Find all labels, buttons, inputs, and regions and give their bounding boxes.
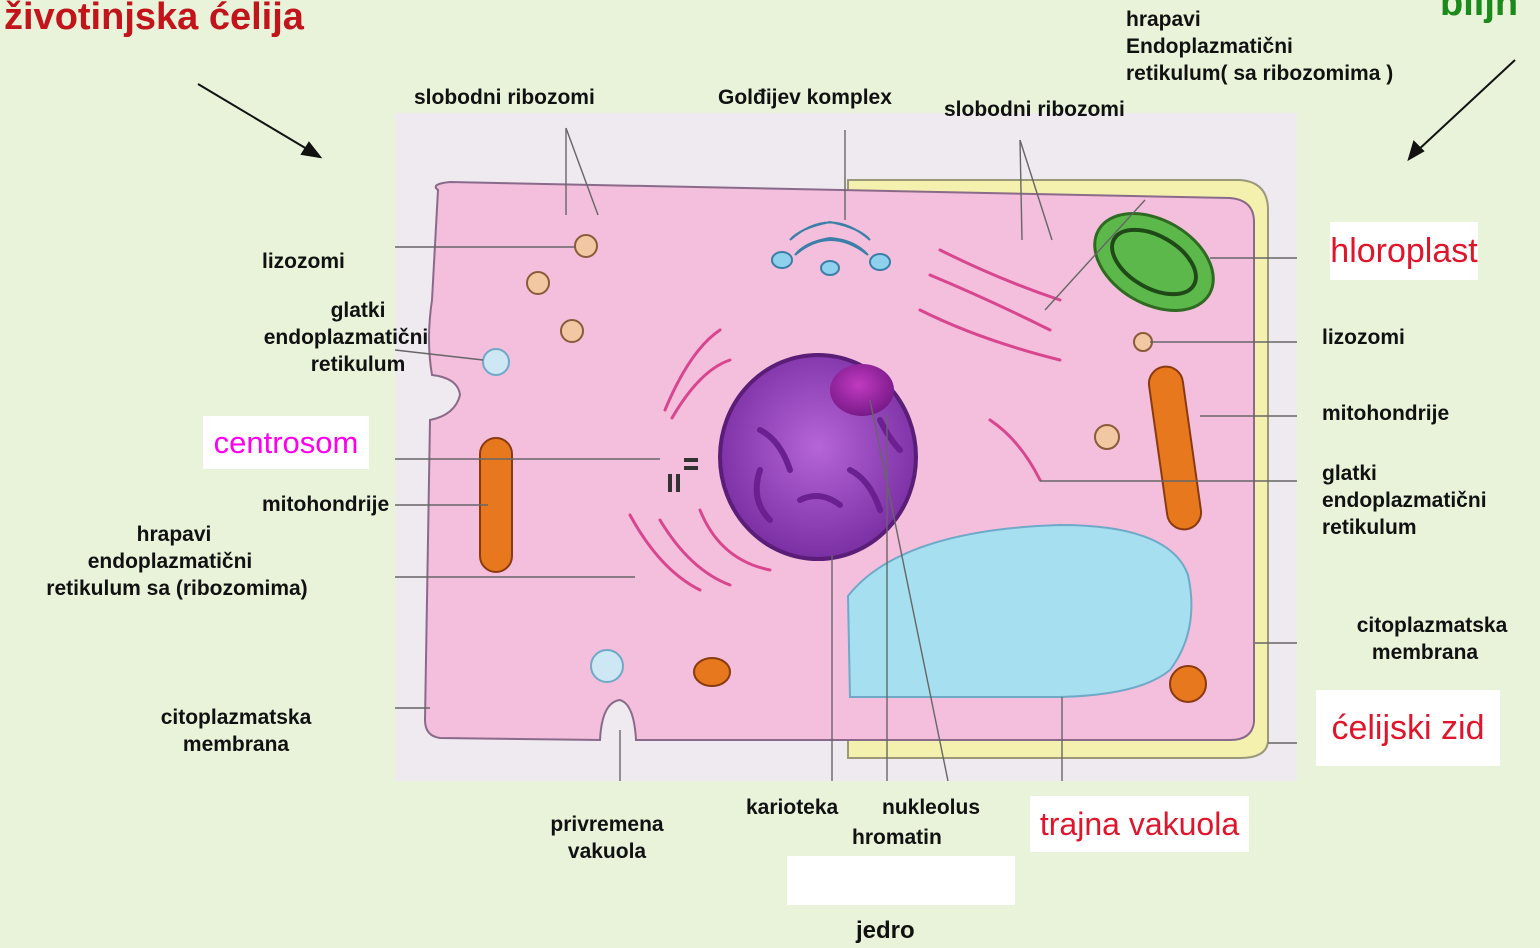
smooth-er-right-line-2: endoplazmatični	[1322, 487, 1487, 514]
free-ribosomes-label-2: slobodni ribozomi	[944, 96, 1125, 123]
smooth-er-right-line-3: retikulum	[1322, 514, 1487, 541]
celijski-zid-label-box: ćelijski zid	[1316, 690, 1500, 766]
rough-er-top-line-1: hrapavi	[1126, 6, 1393, 33]
golgi-label: Golđijev komplex	[718, 84, 892, 111]
smooth-er-left-label: glatki endoplazmatični retikulum	[242, 297, 450, 378]
smooth-er-right-label: glatki endoplazmatični retikulum	[1322, 460, 1487, 541]
mitochondria-right-label: mitohondrije	[1322, 400, 1449, 427]
rough-er-top-label: hrapavi Endoplazmatični retikulum( sa ri…	[1126, 6, 1393, 87]
cell-membrane-right-line-1: citoplazmatska	[1334, 612, 1530, 639]
cell-membrane-left-line-2: membrana	[138, 731, 334, 758]
temporary-vacuole-line-2: vakuola	[534, 838, 680, 865]
small-vacuole-1	[483, 349, 509, 375]
trajna-vakuola-label: trajna vakuola	[1040, 806, 1239, 843]
rough-er-left-label: hrapavi endoplazmatični retikulum sa (ri…	[8, 521, 346, 602]
smooth-er-left-line-1: glatki	[242, 297, 450, 324]
animal-arrow	[198, 84, 320, 157]
cell-membrane-left-line-1: citoplazmatska	[138, 704, 334, 731]
rough-er-left-line-2: endoplazmatični	[8, 548, 346, 575]
cell-membrane-right-line-2: membrana	[1334, 639, 1530, 666]
nucleolus	[830, 364, 894, 416]
rough-er-left-line-3: retikulum sa (ribozomima)	[8, 575, 346, 602]
celijski-zid-label: ćelijski zid	[1331, 709, 1484, 748]
rough-er-top-line-2: Endoplazmatični	[1126, 33, 1393, 60]
smooth-er-left-line-2: endoplazmatični	[242, 324, 450, 351]
lysosomes-left-label: lizozomi	[262, 248, 345, 275]
rough-er-top-line-3: retikulum( sa ribozomima )	[1126, 60, 1393, 87]
chromatin-label: hromatin	[852, 824, 942, 851]
nucleolus-label: nukleolus	[882, 794, 980, 821]
karyotheca-label: karioteka	[746, 794, 838, 821]
hloroplast-label: hloroplast	[1330, 232, 1477, 271]
temporary-vacuole-line-1: privremena	[534, 811, 680, 838]
temporary-vacuole-label: privremena vakuola	[534, 811, 680, 865]
centrosom-label: centrosom	[214, 425, 359, 461]
cell-membrane-left-label: citoplazmatska membrana	[138, 704, 334, 758]
nucleus-label: jedro	[856, 917, 915, 944]
hloroplast-label-box: hloroplast	[1330, 222, 1478, 280]
cell-membrane-right-label: citoplazmatska membrana	[1334, 612, 1530, 666]
mitochondria-left-label: mitohondrije	[262, 491, 389, 518]
smooth-er-right-line-1: glatki	[1322, 460, 1487, 487]
temporary-vacuole	[591, 650, 623, 682]
rough-er-left-line-1: hrapavi	[8, 521, 346, 548]
lysosomes-right-label: lizozomi	[1322, 324, 1405, 351]
plant-arrow	[1409, 60, 1515, 159]
smooth-er-left-line-3: retikulum	[242, 351, 450, 378]
jedro-group-box	[787, 856, 1015, 905]
free-ribosomes-label-1: slobodni ribozomi	[414, 84, 595, 111]
trajna-vakuola-label-box: trajna vakuola	[1030, 796, 1249, 852]
centrosom-label-box: centrosom	[203, 416, 369, 469]
